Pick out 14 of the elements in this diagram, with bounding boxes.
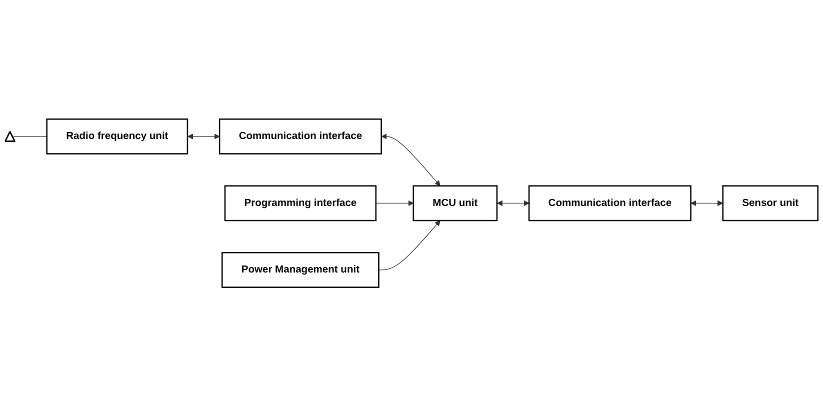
connector [12,136,48,137]
node-box: MCU unit [412,185,498,221]
arrow [381,133,440,186]
arrow [376,200,414,206]
node-box: Power Management unit [222,252,380,288]
arrow [378,220,440,270]
arrow [496,200,530,206]
node-box: Communication interface [218,118,382,154]
arrow [690,200,724,206]
arrow [187,133,220,140]
node-box: Sensor unit [722,185,818,221]
node-box: Communication interface [528,185,692,221]
node-box: Programming interface [224,185,377,221]
node-box: Radio frequency unit [46,118,188,154]
